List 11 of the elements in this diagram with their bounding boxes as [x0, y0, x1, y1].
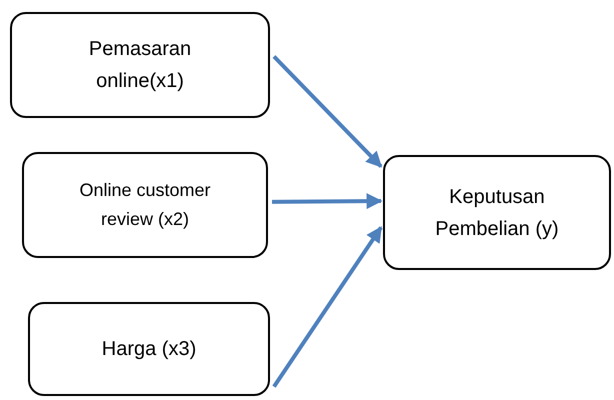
box-text: Harga (x3) [102, 337, 196, 362]
process-box [383, 155, 611, 270]
arrow [272, 193, 383, 210]
process-box [22, 152, 268, 258]
box-text: Online customer review (x2) [78, 179, 212, 231]
process-box [28, 302, 270, 396]
arrow [272, 226, 383, 388]
arrow [272, 55, 382, 168]
process-box [10, 12, 270, 118]
box-text: Pemasaran online(x1) [88, 37, 192, 94]
box-text: Keputusan Pembelian (y) [434, 184, 560, 242]
